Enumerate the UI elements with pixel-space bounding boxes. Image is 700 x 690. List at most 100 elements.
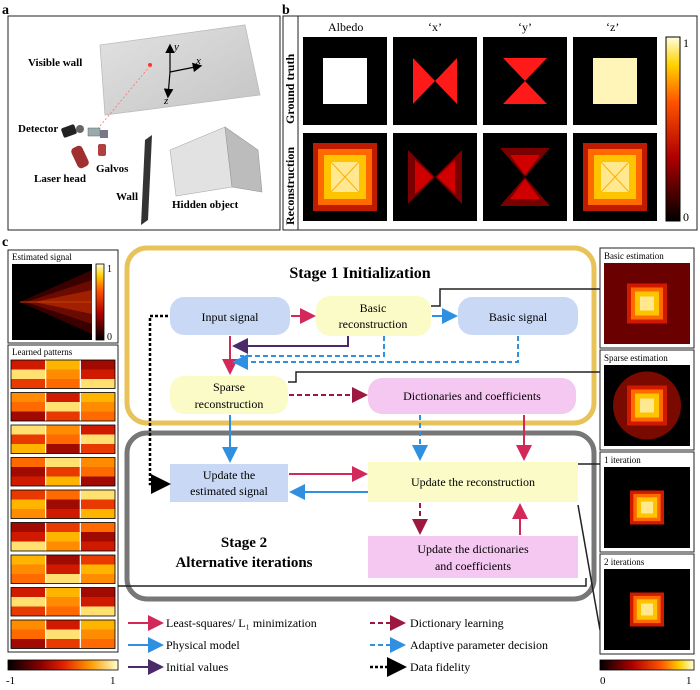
- recon-x-image: [393, 133, 477, 221]
- node-input-signal-label: Input signal: [202, 310, 260, 324]
- galvos-label: Galvos: [96, 163, 129, 175]
- node-update-estimated-signal: [170, 464, 288, 502]
- panel-a: a y x z Visible wall Detector Ga: [2, 3, 281, 231]
- panel-letter-a: a: [2, 3, 9, 18]
- laser-head-device: [71, 144, 106, 169]
- arrow-data-fidelity: [148, 314, 171, 494]
- node-input-signal: [170, 297, 290, 335]
- right-panel-title: Sparse estimation: [604, 353, 668, 363]
- node-basic-recon-label-2: reconstruction: [339, 317, 408, 331]
- legend-label-dictionary-learning: Dictionary learning: [410, 616, 504, 630]
- node-basic-recon-label-1: Basic: [360, 301, 387, 315]
- visible-wall-label: Visible wall: [28, 57, 82, 69]
- learned-pattern-tile: [10, 489, 116, 519]
- axis-x-label: x: [195, 55, 201, 67]
- learned-pattern-tile: [10, 522, 116, 552]
- left-cb-max: 1: [110, 675, 116, 687]
- estimated-signal-colorbar: [95, 263, 105, 341]
- right-cb-min: 0: [600, 675, 606, 687]
- axis-y-label: y: [173, 41, 179, 53]
- gt-albedo-image: [303, 37, 387, 125]
- panel-letter-c: c: [2, 235, 8, 250]
- stage1-frame: [124, 245, 597, 426]
- right-panel-1: Sparse estimation: [599, 349, 695, 451]
- legend-label-initial-values: Initial values: [166, 660, 229, 674]
- connector-learned-patterns: [118, 578, 587, 587]
- right-colorbar: [599, 659, 695, 671]
- panel-b-colorbar-max: 1: [683, 36, 689, 50]
- wall-label: Wall: [116, 191, 138, 203]
- axis-z-label: z: [163, 95, 169, 107]
- estimated-signal-image: [12, 264, 92, 340]
- legend-label-least-squares: Least-squares/ L₁ minimization: [166, 616, 317, 630]
- right-panel-title: Basic estimation: [604, 251, 664, 261]
- node-dict-coef-label: Dictionaries and coefficients: [403, 389, 541, 403]
- left-cb-min: -1: [6, 675, 15, 687]
- estimated-cb-max: 1: [107, 264, 112, 275]
- connector-basic-estimation: [431, 288, 600, 307]
- learned-patterns-title: Learned patterns: [12, 347, 73, 357]
- gt-z-image: [573, 37, 657, 125]
- right-panel-0: Basic estimation: [599, 247, 695, 349]
- connector-2-iterations: [577, 504, 601, 631]
- hidden-object-label: Hidden object: [172, 199, 239, 211]
- detector-device: [61, 124, 84, 138]
- panel-b: b Albedo ‘x’ ‘y’ ‘z’ Ground truth Recons…: [282, 3, 698, 231]
- col-header-y: ‘y’: [518, 20, 532, 34]
- panel-b-colorbar-min: 0: [683, 210, 689, 224]
- node-update-dict-label-2: and coefficients: [435, 559, 511, 573]
- legend-label-adaptive-parameter: Adaptive parameter decision: [410, 638, 548, 652]
- recon-y-image: [483, 133, 567, 221]
- learned-pattern-tile: [10, 587, 116, 617]
- hidden-object-shape: [169, 126, 263, 197]
- legend-label-physical-model: Physical model: [166, 638, 240, 652]
- learned-pattern-tile: [10, 424, 116, 454]
- arrow-adaptive-from-basic-recon: [240, 336, 385, 357]
- detector-label: Detector: [18, 123, 58, 135]
- laser-head-label: Laser head: [34, 173, 86, 185]
- node-sparse-recon-label-1: Sparse: [213, 380, 245, 394]
- node-basic-reconstruction: [316, 296, 431, 336]
- learned-pattern-tile: [10, 392, 116, 422]
- left-colorbar: [7, 659, 119, 671]
- legend-label-data-fidelity: Data fidelity: [410, 660, 470, 674]
- node-dictionaries-coefficients: [368, 378, 576, 414]
- gt-x-image: [393, 37, 477, 125]
- arrow-adaptive-from-basic-signal: [232, 336, 519, 370]
- right-panel-3: 2 iterations: [599, 553, 695, 655]
- laser-spot: [148, 63, 152, 67]
- node-update-dict-label-1: Update the dictionaries: [417, 542, 529, 556]
- col-header-z: ‘z’: [606, 20, 619, 34]
- node-basic-signal-label: Basic signal: [489, 310, 548, 324]
- estimated-cb-min: 0: [107, 332, 112, 343]
- node-sparse-reconstruction: [170, 376, 288, 414]
- col-header-albedo: Albedo: [328, 20, 363, 34]
- stage2-frame: [124, 430, 597, 602]
- panel-letter-b: b: [282, 3, 290, 18]
- row-label-reconstruction: Reconstruction: [283, 147, 297, 225]
- connector-sparse-estimation: [288, 371, 600, 383]
- estimated-signal-title: Estimated signal: [12, 252, 72, 262]
- node-update-est-label-2: estimated signal: [190, 484, 268, 498]
- node-update-est-label-1: Update the: [203, 468, 255, 482]
- gt-y-image: [483, 37, 567, 125]
- learned-pattern-tile: [10, 457, 116, 487]
- panel-c: c Estimated signal 1 0 Learned patterns …: [2, 235, 695, 687]
- right-panel-title: 1 iteration: [604, 455, 641, 465]
- right-cb-max: 1: [686, 675, 692, 687]
- col-header-x: ‘x’: [428, 20, 442, 34]
- right-panel-2: 1 iteration: [599, 451, 695, 553]
- node-basic-signal: [458, 297, 578, 335]
- stage2-title-line1: Stage 2: [221, 535, 267, 551]
- coordinate-axes: y x z: [163, 41, 203, 107]
- recon-albedo-image: [303, 133, 387, 221]
- row-label-ground-truth: Ground truth: [283, 54, 297, 124]
- right-panel-title: 2 iterations: [604, 557, 645, 567]
- galvos-device: [87, 127, 108, 138]
- node-update-recon-label: Update the reconstruction: [411, 475, 535, 489]
- panel-b-colorbar: [665, 36, 681, 222]
- stage2-title-line2: Alternative iterations: [175, 555, 312, 571]
- learned-pattern-tile: [10, 359, 116, 389]
- stage1-title: Stage 1 Initialization: [289, 265, 430, 282]
